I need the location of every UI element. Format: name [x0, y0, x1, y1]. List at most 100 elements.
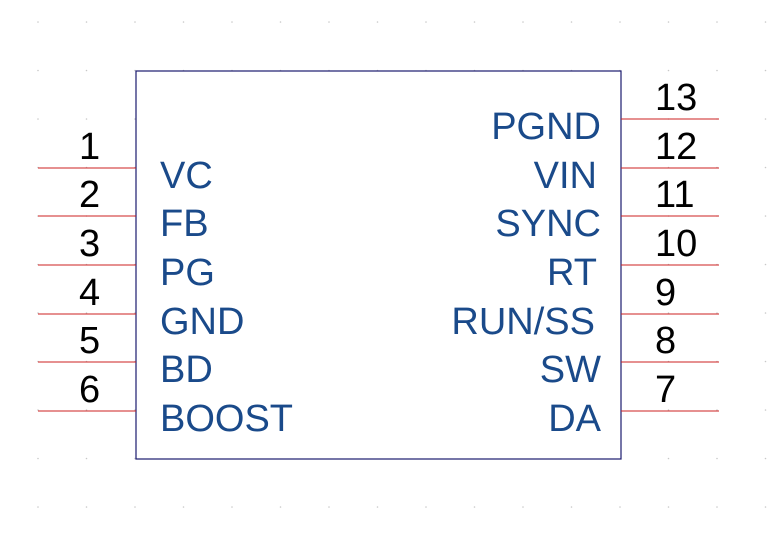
right-pin-8[interactable]: 8 SW: [540, 320, 719, 391]
pin-name: FB: [160, 203, 209, 245]
right-pin-12[interactable]: 12 VIN: [534, 126, 719, 197]
pin-name: VIN: [534, 155, 597, 197]
grid-dot: [37, 409, 39, 411]
right-pin-10[interactable]: 10 RT: [547, 223, 719, 294]
grid-dot: [667, 409, 670, 411]
grid-dot: [716, 457, 718, 460]
component-body[interactable]: [135, 70, 622, 460]
grid-dot: [85, 506, 88, 508]
grid-dot: [619, 506, 621, 508]
grid-dot: [473, 21, 476, 23]
pin-name: SW: [540, 349, 601, 391]
left-pin-1[interactable]: 1 VC: [38, 126, 213, 197]
grid-dot: [85, 312, 88, 314]
pin-name: DA: [548, 398, 601, 440]
grid-dot: [231, 506, 233, 508]
pin-number: 9: [655, 272, 676, 314]
pin-number: 6: [79, 369, 100, 411]
grid-dot: [279, 21, 282, 23]
grid-dot: [667, 21, 670, 23]
grid-dot: [425, 21, 427, 23]
right-pin-11[interactable]: 11 SYNC: [495, 174, 719, 245]
grid-dot: [570, 506, 573, 508]
pin-number: 8: [655, 320, 676, 362]
pin-name: GND: [160, 301, 244, 343]
grid-dot: [764, 360, 767, 363]
grid-dot: [667, 457, 670, 460]
grid-dot: [37, 457, 39, 460]
grid-dot: [85, 21, 88, 23]
grid-dot: [764, 263, 767, 266]
left-pin-5[interactable]: 5 BD: [38, 320, 213, 391]
grid-dot: [182, 21, 185, 23]
grid-dot: [376, 506, 379, 508]
pin-name: RT: [547, 252, 597, 294]
grid-dot: [231, 21, 233, 23]
left-pin-6[interactable]: 6 BOOST: [38, 369, 293, 440]
right-pin-7[interactable]: 7 DA: [548, 369, 719, 440]
pin-number: 7: [655, 369, 676, 411]
right-pin-9[interactable]: 9 RUN/SS: [451, 272, 719, 343]
grid-dot: [37, 506, 39, 508]
grid-dot: [667, 506, 670, 508]
grid-dot: [764, 166, 767, 169]
grid-dot: [376, 21, 379, 23]
grid-dot: [764, 215, 767, 217]
grid-dot: [425, 506, 427, 508]
grid-dot: [764, 506, 767, 508]
pin-name: VC: [160, 155, 213, 197]
grid-dot: [716, 409, 718, 411]
pin-number: 4: [79, 272, 100, 314]
grid-dot: [134, 506, 136, 508]
pin-number: 13: [655, 77, 697, 119]
grid-dot: [37, 69, 39, 72]
grid-dot: [85, 457, 88, 460]
grid-dot: [764, 118, 767, 120]
pin-number: 10: [655, 223, 697, 265]
grid-dot: [328, 21, 330, 23]
grid-dot: [134, 21, 136, 23]
pin-number: 1: [79, 126, 100, 168]
pin-name: RUN/SS: [451, 301, 595, 343]
grid-dot: [570, 21, 573, 23]
grid-dot: [37, 118, 39, 120]
grid-dot: [328, 506, 330, 508]
grid-dot: [764, 312, 767, 314]
pin-name: BOOST: [160, 398, 293, 440]
grid-dot: [716, 506, 718, 508]
grid-dot: [716, 312, 718, 314]
left-pin-2[interactable]: 2 FB: [38, 174, 209, 245]
pin-number: 2: [79, 174, 100, 216]
grid-dot: [85, 118, 88, 120]
grid-dot: [522, 21, 524, 23]
grid-dot: [473, 506, 476, 508]
grid-dot: [279, 506, 282, 508]
grid-dot: [764, 457, 767, 460]
pin-name: PGND: [491, 106, 601, 148]
grid-dot: [716, 21, 718, 23]
grid-dot: [764, 409, 767, 411]
grid-dot: [37, 21, 39, 23]
grid-dot: [522, 506, 524, 508]
pin-name: PG: [160, 252, 215, 294]
grid-dot: [667, 312, 670, 314]
grid-dot: [716, 69, 718, 72]
grid-dot: [764, 21, 767, 23]
pin-number: 11: [655, 174, 694, 216]
pin-name: BD: [160, 349, 213, 391]
grid-dot: [182, 506, 185, 508]
pin-number: 12: [655, 126, 697, 168]
pin-name: SYNC: [495, 203, 601, 245]
left-pin-4[interactable]: 4 GND: [38, 272, 244, 343]
pin-number: 5: [79, 320, 100, 362]
grid-dot: [619, 21, 621, 23]
grid-dot: [85, 409, 88, 411]
grid-dot: [667, 69, 670, 72]
right-pin-13[interactable]: 13 PGND: [491, 77, 719, 148]
left-pin-3[interactable]: 3 PG: [38, 223, 215, 294]
grid-dot: [85, 69, 88, 72]
grid-dot: [764, 69, 767, 72]
pin-number: 3: [79, 223, 100, 265]
grid-dot: [37, 312, 39, 314]
